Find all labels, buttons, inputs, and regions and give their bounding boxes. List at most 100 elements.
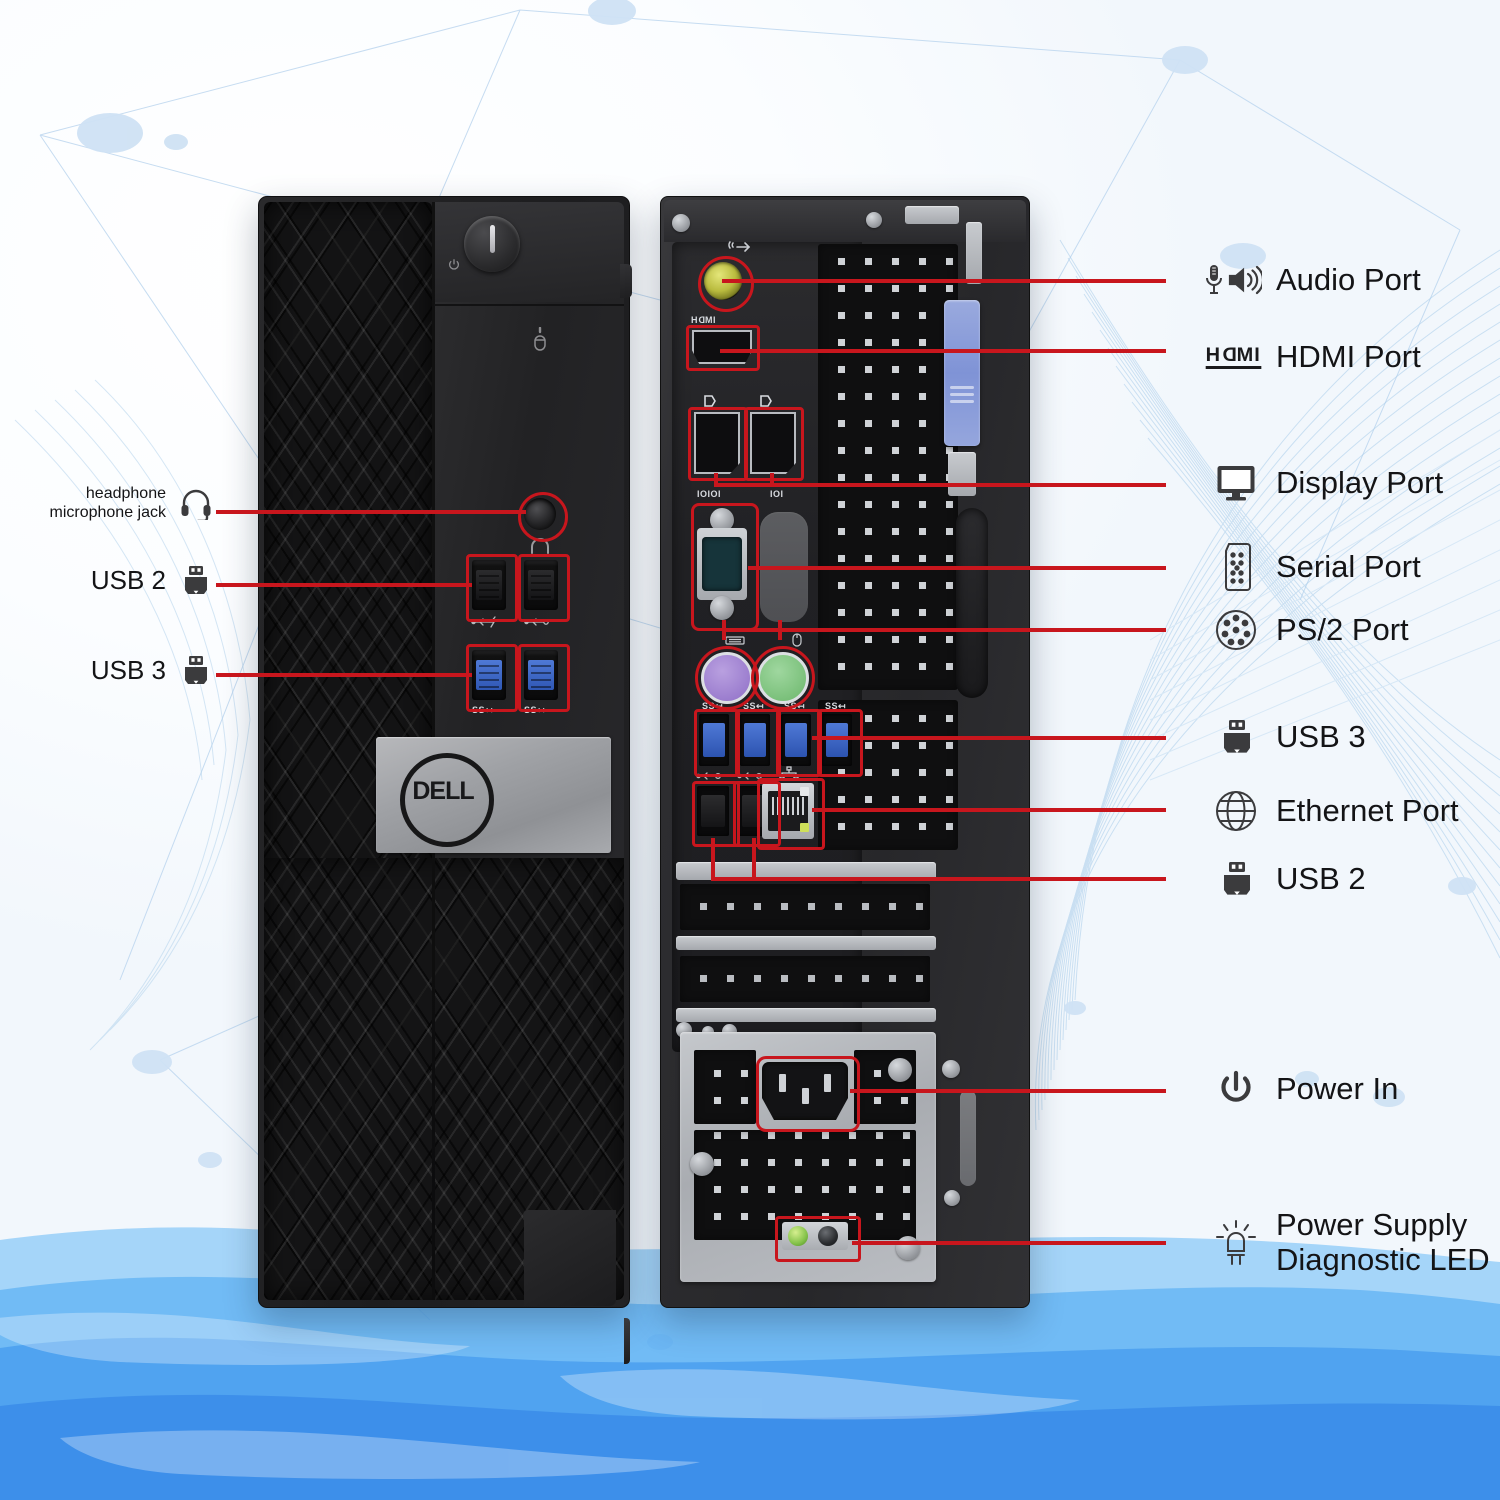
leader-ps2-port	[722, 628, 1166, 632]
db9-icon	[1200, 540, 1276, 594]
ethernet-marking	[778, 766, 800, 778]
chassis-screw-1	[672, 214, 690, 232]
label-display-port: Display Port	[1196, 456, 1443, 510]
rear-display-port-2[interactable]	[750, 412, 796, 474]
rear-ps2-mouse-port[interactable]	[757, 652, 809, 704]
led-icon	[1196, 1216, 1276, 1270]
mic-speaker-icon	[1190, 253, 1276, 307]
label-text-headphone-jack: headphone microphone jack	[49, 485, 167, 521]
chassis-carry-handle[interactable]	[956, 508, 988, 698]
leader-dp-stub-1	[714, 473, 718, 487]
label-rear-usb2: USB 2	[1198, 852, 1366, 906]
front-usb3-port-1[interactable]	[472, 650, 506, 700]
expansion-slot-vent-1	[680, 884, 930, 930]
leader-front-usb2	[216, 583, 472, 587]
rear-hdmi-port[interactable]	[692, 330, 752, 364]
usb-icon	[1198, 710, 1276, 764]
leader-power-in	[850, 1089, 1166, 1093]
audio-lineout-marking	[728, 240, 754, 254]
label-ethernet-port: Ethernet Port	[1196, 784, 1459, 838]
usb2-marking-r2	[737, 770, 769, 782]
label-text-rear-usb3: USB 3	[1276, 718, 1366, 754]
front-usb2-port-2[interactable]	[524, 560, 558, 610]
usb3-ss-marking-r2: SS↤	[743, 701, 765, 711]
label-front-usb3: USB 3	[60, 650, 216, 690]
usb-icon	[176, 650, 216, 690]
psu-diagnostic-panel	[782, 1222, 848, 1250]
leader-serial-port	[748, 566, 1166, 570]
label-text-ethernet-port: Ethernet Port	[1276, 792, 1459, 828]
label-text-front-usb3: USB 3	[90, 654, 166, 685]
psu-vent-left	[694, 1050, 756, 1124]
drive-activity-icon	[532, 326, 548, 353]
label-text-hdmi-port: HDMI Port	[1276, 338, 1421, 374]
chassis-screw-2	[866, 212, 882, 228]
leader-dp-stub-2	[770, 473, 774, 487]
usb-icon	[176, 560, 216, 600]
chassis-screw-4	[944, 1190, 960, 1206]
label-text-front-usb2: USB 2	[90, 564, 166, 595]
usb-icon	[1198, 852, 1276, 906]
label-ps2-port: PS/2 Port	[1196, 603, 1409, 657]
displayport-marking-2	[758, 394, 774, 408]
power-button[interactable]	[464, 216, 520, 272]
rear-display-port-1[interactable]	[694, 412, 740, 474]
rear-usb3-port-3[interactable]	[781, 714, 811, 766]
label-text-rear-usb2: USB 2	[1276, 860, 1366, 896]
front-side-lip	[620, 264, 632, 298]
usb-powershare-marking	[471, 616, 505, 628]
usb2-marking-r1	[696, 770, 728, 782]
leader-rear-usb2	[711, 877, 1166, 881]
rear-top-slot	[905, 206, 959, 224]
psu-diagnostic-led	[788, 1226, 808, 1246]
rear-usb2-port-1[interactable]	[697, 786, 729, 836]
label-text-audio-port: Audio Port	[1276, 261, 1421, 297]
ps2-keyboard-marking	[724, 634, 746, 646]
leader-psu-diagnostic	[852, 1241, 1166, 1245]
label-audio-port: Audio Port	[1190, 253, 1421, 307]
expansion-slot-rail-1	[676, 862, 936, 880]
front-usb3-port-2[interactable]	[524, 650, 558, 700]
rear-usb3-port-4[interactable]	[822, 714, 852, 766]
psu-screw-left	[690, 1152, 714, 1176]
label-psu-diagnostic-led: Power Supply Diagnostic LED	[1196, 1207, 1490, 1277]
dell-logo-plate: DELL	[376, 737, 611, 853]
ps2-din-icon	[1196, 603, 1276, 657]
label-rear-usb3: USB 3	[1198, 710, 1366, 764]
front-usb2-port-1[interactable]	[472, 560, 506, 610]
usb3-ss-marking-r4: SS↤	[825, 701, 847, 711]
rear-usb3-port-1[interactable]	[699, 714, 729, 766]
psu-screw-bottom-right	[896, 1236, 920, 1260]
rear-top-tab	[966, 222, 982, 284]
rear-ethernet-port[interactable]	[762, 783, 814, 839]
expansion-slot-rail-3	[676, 1008, 936, 1022]
expansion-slot-vent-2	[680, 956, 930, 1002]
expansion-slot-rail-2	[676, 936, 936, 950]
rear-usb3-port-2[interactable]	[740, 714, 770, 766]
usb3-ss-marking-2: SS↤	[524, 705, 546, 715]
leader-headphone-jack	[216, 510, 526, 514]
power-icon	[1196, 1062, 1276, 1116]
ps2-mouse-marking	[790, 632, 804, 648]
front-headphone-jack[interactable]	[524, 498, 556, 530]
power-in-socket[interactable]	[762, 1062, 848, 1120]
label-serial-port: Serial Port	[1200, 540, 1421, 594]
rear-ps2-keyboard-port[interactable]	[701, 652, 753, 704]
label-text-ps2-port: PS/2 Port	[1276, 611, 1409, 647]
rear-vent-grille-upper	[818, 244, 958, 690]
rear-serial-port[interactable]	[697, 528, 747, 600]
usb-marking-1	[524, 616, 554, 628]
usb3-ss-marking-r3: SS↤	[784, 701, 806, 711]
label-text-serial-port: Serial Port	[1276, 548, 1421, 584]
cover-release-latch[interactable]	[944, 300, 980, 446]
leader-ethernet-port	[812, 808, 1166, 812]
serial-port-marking: IOIOI	[697, 489, 722, 499]
monitor-icon	[1196, 456, 1276, 510]
vga-knockout-marking: IOI	[770, 489, 784, 499]
leader-display-port	[714, 483, 1166, 487]
globe-icon	[1196, 784, 1276, 838]
psu-self-test-button[interactable]	[818, 1226, 838, 1246]
label-headphone-microphone-jack: headphone microphone jack	[30, 484, 216, 524]
headset-icon	[176, 484, 216, 524]
leader-rear-usb3	[812, 736, 1166, 740]
